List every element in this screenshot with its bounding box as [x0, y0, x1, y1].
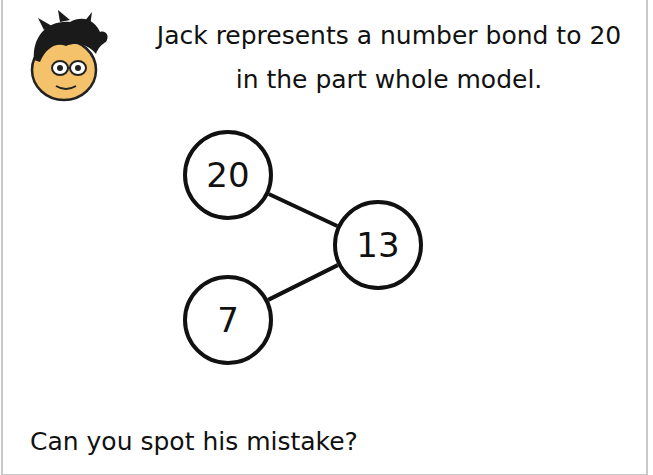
question-text: Can you spot his mistake?	[30, 424, 358, 460]
jack-face	[26, 8, 156, 118]
number-text: 7	[217, 303, 239, 337]
number-circle: 20	[183, 130, 273, 220]
number-text: 20	[206, 158, 249, 192]
intro-text: Jack represents a number bond to 20 in t…	[148, 14, 630, 102]
bond-line	[269, 194, 337, 226]
number-text: 13	[356, 228, 399, 262]
bond-line	[268, 265, 338, 300]
number-circle: 13	[333, 200, 423, 290]
number-circle: 7	[183, 275, 273, 365]
